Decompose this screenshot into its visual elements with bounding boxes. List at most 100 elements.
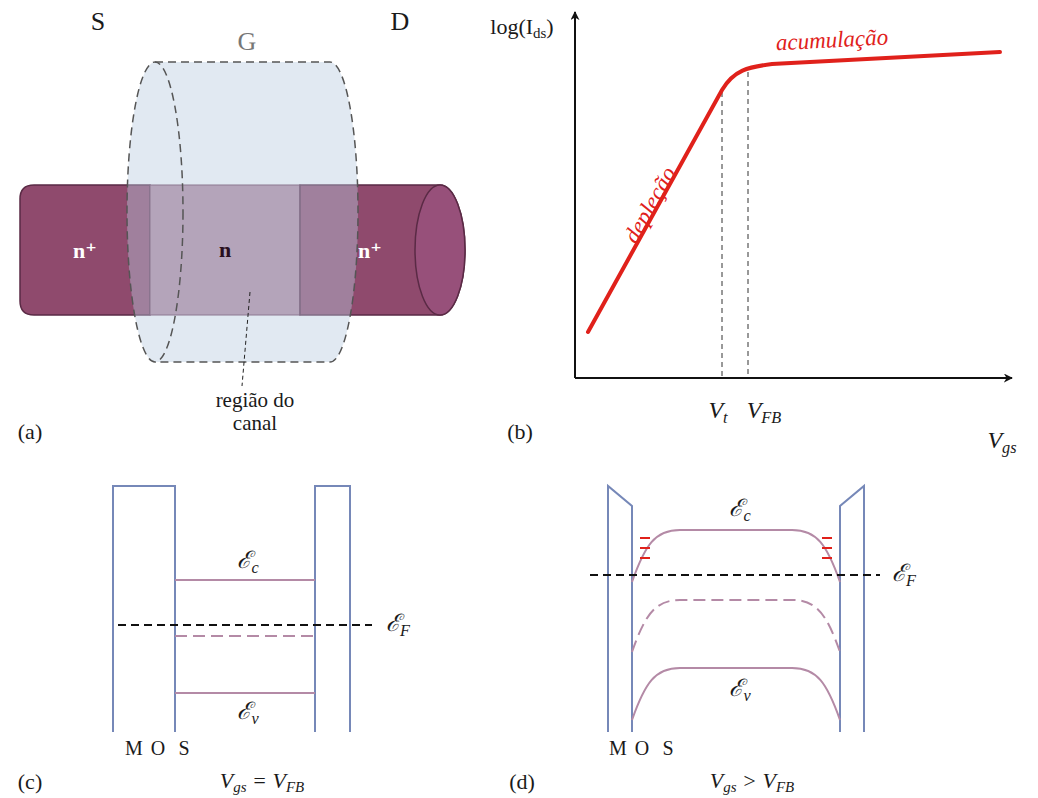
text-run: = V (247, 768, 286, 793)
subscript: gs (723, 779, 736, 795)
condition-label: Vgs > VFB (710, 769, 794, 796)
layer-label: O (635, 737, 649, 759)
subscript: FB (761, 408, 781, 427)
vt-guide (722, 92, 723, 378)
layer-label: S (178, 737, 189, 759)
oxide-barrier (608, 486, 632, 732)
doping-label: n (219, 237, 231, 263)
band-label: ℰv (729, 675, 750, 705)
panel-label: (b) (507, 420, 533, 444)
interface-state (640, 537, 650, 539)
wire-segment: n⁺ (20, 185, 150, 315)
subscript: gs (1002, 438, 1017, 457)
band-label: ℰv (237, 698, 258, 728)
vfb-guide (748, 72, 749, 378)
text-run: ) (546, 14, 553, 39)
region-label: região do canal (207, 389, 303, 435)
current-curve (588, 52, 1000, 332)
subscript: F (906, 571, 916, 590)
text-run: região do canal (216, 388, 295, 435)
terminal-label: D (391, 8, 410, 37)
text-run: S (662, 737, 673, 759)
text-run: ℰ (237, 547, 251, 573)
subscript: c (251, 558, 258, 577)
plot (575, 12, 1012, 378)
text-run: depleção (619, 163, 681, 248)
band-diagram-bent (590, 486, 880, 732)
interface-state (822, 537, 832, 539)
band-label: ℰc (729, 495, 750, 525)
subscript: v (251, 709, 258, 728)
subscript: FB (286, 779, 304, 795)
regime-label: acumulação (775, 24, 889, 55)
subscript: t (723, 408, 728, 427)
x-axis (575, 377, 1012, 379)
valence-band (175, 692, 315, 694)
conduction-band (175, 579, 315, 581)
condition-label: Vgs = VFB (220, 769, 304, 796)
doping-label: n⁺ (73, 237, 97, 264)
text-run: (d) (509, 769, 535, 794)
subscript: F (400, 621, 410, 640)
text-run: M (125, 737, 143, 759)
subscript: ds (533, 25, 546, 41)
layer-label: S (662, 737, 673, 759)
y-axis (574, 12, 576, 378)
text-run: acumulação (775, 24, 889, 55)
terminal-label: S (91, 8, 105, 37)
tick-label: VFB (747, 397, 782, 427)
layer-label: M (125, 737, 143, 759)
valence-band (632, 668, 840, 720)
text-run: O (635, 737, 649, 759)
interface-states (640, 538, 832, 558)
text-run: M (609, 737, 627, 759)
gate-body (127, 62, 358, 362)
text-run: O (151, 737, 165, 759)
band-label: ℰF (892, 560, 916, 590)
text-run: G (238, 27, 257, 56)
panel-label: (d) (509, 770, 535, 794)
text-run: (a) (18, 419, 42, 444)
text-run: ℰ (729, 495, 743, 521)
axis-label: log(Ids) (490, 15, 553, 42)
text-run: > V (737, 768, 776, 793)
text-run: V (987, 427, 1002, 453)
oxide-barrier (315, 486, 350, 732)
subscript: gs (233, 779, 246, 795)
panel-label: (a) (18, 420, 42, 444)
oxide-barrier (840, 486, 864, 732)
interface-state (640, 557, 650, 559)
band-label: ℰF (386, 610, 410, 640)
band-diagram-flat (113, 486, 372, 732)
text-run: ℰ (892, 560, 906, 586)
text-run: S (91, 7, 105, 36)
doping-label: n⁺ (358, 237, 382, 264)
text-run: V (220, 768, 233, 793)
intrinsic-level (175, 635, 315, 637)
oxide-barrier (113, 486, 175, 732)
text-run: ℰ (237, 698, 251, 724)
text-run: ℰ (729, 675, 743, 701)
text-run: (b) (507, 419, 533, 444)
text-run: V (710, 768, 723, 793)
fermi-level (118, 624, 372, 626)
text-run: V (747, 397, 762, 423)
layer-label: O (151, 737, 165, 759)
layer-label: M (609, 737, 627, 759)
text-run: ℰ (386, 610, 400, 636)
interface-state (822, 547, 832, 549)
panel-label: (c) (18, 770, 42, 794)
band-label: ℰc (237, 547, 258, 577)
wire-segment: n (150, 185, 300, 315)
drain-end-face (415, 185, 465, 315)
axis-label: Vgs (987, 427, 1016, 457)
gate-outline (155, 62, 358, 362)
leader-line (242, 292, 250, 386)
wire-segment: n⁺ (300, 185, 440, 315)
intrinsic-level (632, 600, 840, 652)
subscript: c (743, 506, 750, 525)
gate (127, 62, 358, 362)
interface-state (822, 557, 832, 559)
